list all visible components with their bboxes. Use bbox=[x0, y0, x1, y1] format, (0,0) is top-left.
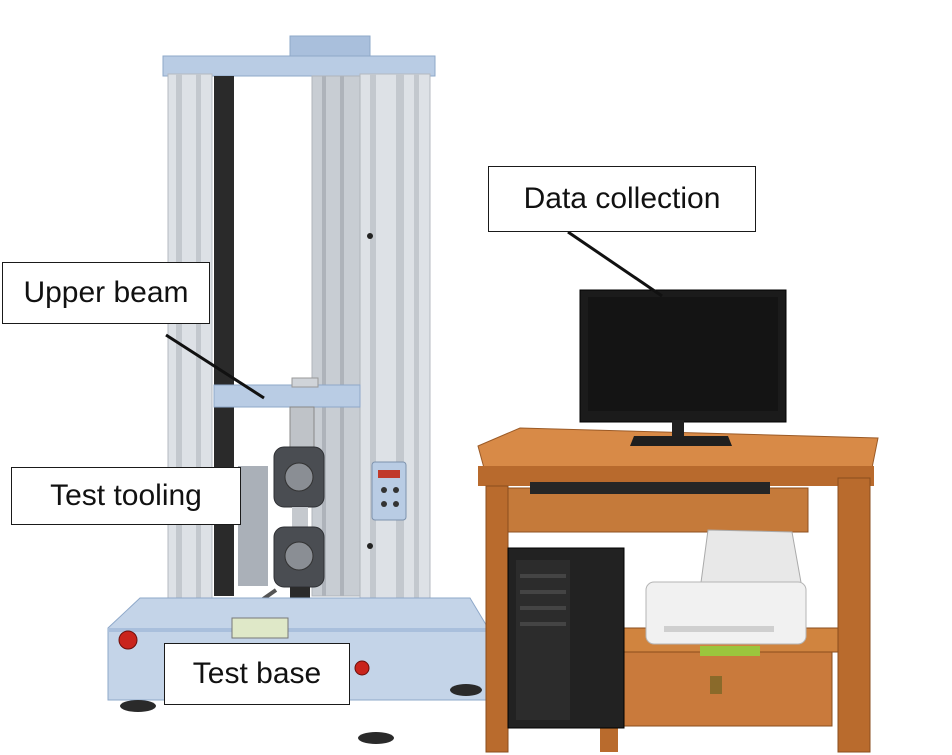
label-data-collection: Data collection bbox=[488, 166, 756, 232]
printer bbox=[645, 529, 807, 656]
test-grips bbox=[254, 406, 325, 606]
emergency-stop bbox=[118, 630, 138, 650]
label-upper-beam: Upper beam bbox=[2, 262, 210, 324]
desk-top bbox=[477, 427, 879, 469]
label-test-tooling: Test tooling bbox=[11, 467, 241, 525]
top-cap bbox=[289, 35, 371, 59]
upper-beam bbox=[213, 384, 361, 408]
pc-tower bbox=[507, 547, 625, 729]
desk-drawer bbox=[623, 651, 833, 727]
monitor bbox=[579, 289, 787, 446]
top-crossbar bbox=[162, 55, 436, 77]
keyboard-tray bbox=[491, 487, 809, 533]
label-test-base: Test base bbox=[164, 643, 350, 705]
testing-machine bbox=[107, 35, 489, 744]
computer-desk bbox=[477, 427, 879, 753]
leader-data-collection bbox=[567, 230, 663, 298]
left-lead-screw bbox=[214, 76, 234, 596]
leader-upper-beam bbox=[165, 333, 265, 400]
